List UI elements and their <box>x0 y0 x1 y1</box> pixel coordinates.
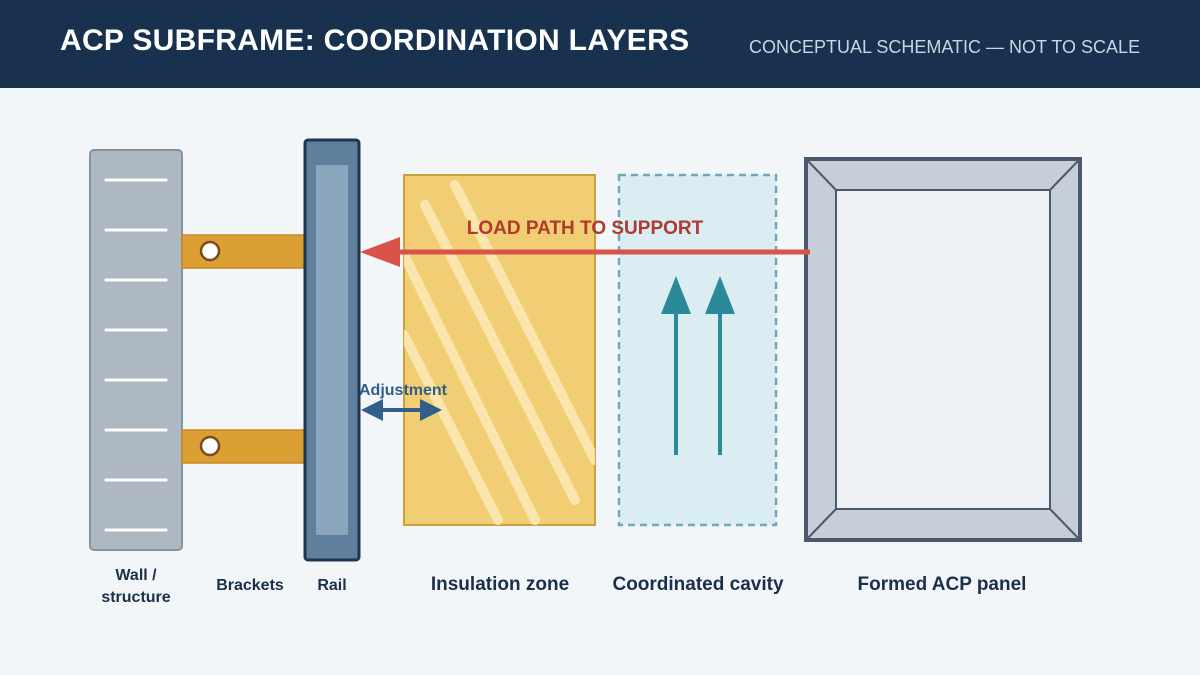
rail <box>303 138 361 562</box>
bracket-top <box>181 234 305 269</box>
bracket-bottom <box>181 429 305 464</box>
airflow-arrow-icon <box>661 276 691 455</box>
insulation-label: Insulation zone <box>431 574 569 595</box>
brackets-label: Brackets <box>216 577 284 594</box>
adjustment-arrow-icon <box>361 399 442 421</box>
wall-label-line1: Wall / <box>115 567 157 584</box>
wall-structure <box>89 149 183 551</box>
panel-label: Formed ACP panel <box>858 574 1027 595</box>
rail-label: Rail <box>317 577 346 594</box>
bolt-icon <box>199 435 221 457</box>
insulation-zone <box>403 174 596 526</box>
page-title: ACP SUBFRAME: COORDINATION LAYERS <box>60 24 690 57</box>
load-path-label: LOAD PATH TO SUPPORT <box>467 218 704 239</box>
wall-label-line2: structure <box>101 589 170 606</box>
cavity-label: Coordinated cavity <box>612 574 783 595</box>
page-subtitle: CONCEPTUAL SCHEMATIC — NOT TO SCALE <box>749 37 1141 57</box>
load-path-arrow-icon <box>360 237 810 267</box>
bolt-icon <box>199 240 221 262</box>
coordinated-cavity <box>617 173 778 527</box>
airflow-arrow-icon <box>705 276 735 455</box>
adjustment-label: Adjustment <box>359 382 448 399</box>
formed-acp-panel <box>804 157 1082 542</box>
header-bar: ACP SUBFRAME: COORDINATION LAYERS CONCEP… <box>0 0 1200 88</box>
